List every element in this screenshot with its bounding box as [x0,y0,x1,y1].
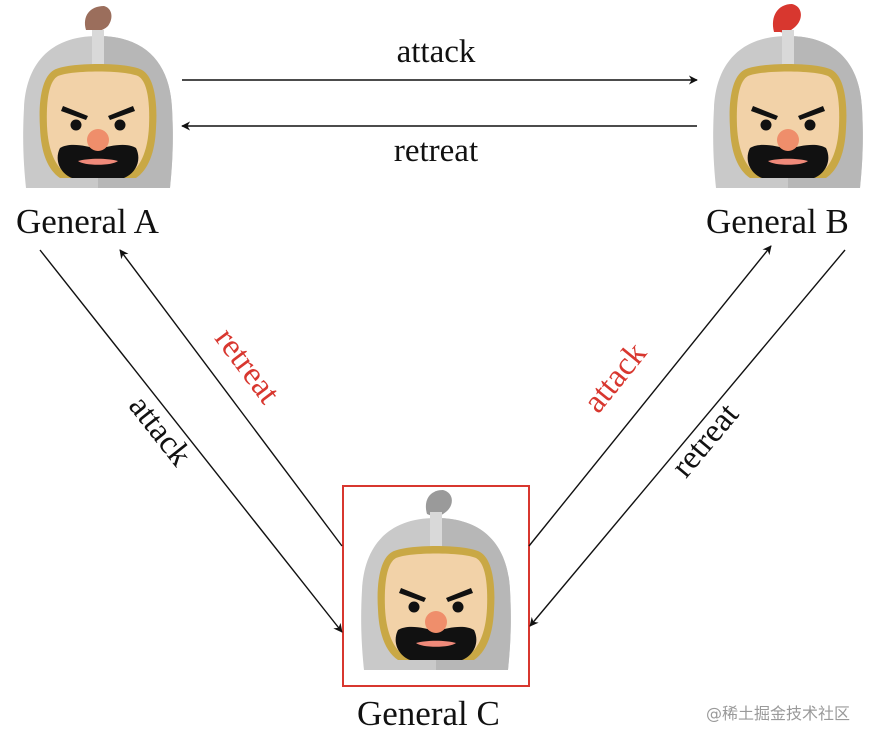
arrow-c-to-a [119,249,343,547]
general-c-avatar [342,485,530,687]
general-b-avatar [713,4,863,188]
general-b-label: General B [706,202,849,241]
plume-a [84,6,112,31]
general-a-label: General A [16,202,159,241]
general-c-highlight-box [342,485,530,687]
arrow-b-to-c [529,249,846,627]
msg-b-to-c: retreat [664,397,746,485]
arrow-c-to-b [528,245,772,547]
msg-c-to-b: attack [576,335,654,419]
watermark: @稀土掘金技术社区 [705,704,850,723]
msg-c-to-a: retreat [207,321,286,410]
msg-b-to-a: retreat [394,133,478,169]
plume-b [772,4,801,33]
arrow-a-to-c [39,249,343,633]
msg-a-to-b: attack [397,34,476,70]
msg-a-to-c: attack [121,389,198,474]
general-a-avatar [23,6,173,188]
plume-c [425,490,452,517]
general-c-label: General C [357,694,500,733]
